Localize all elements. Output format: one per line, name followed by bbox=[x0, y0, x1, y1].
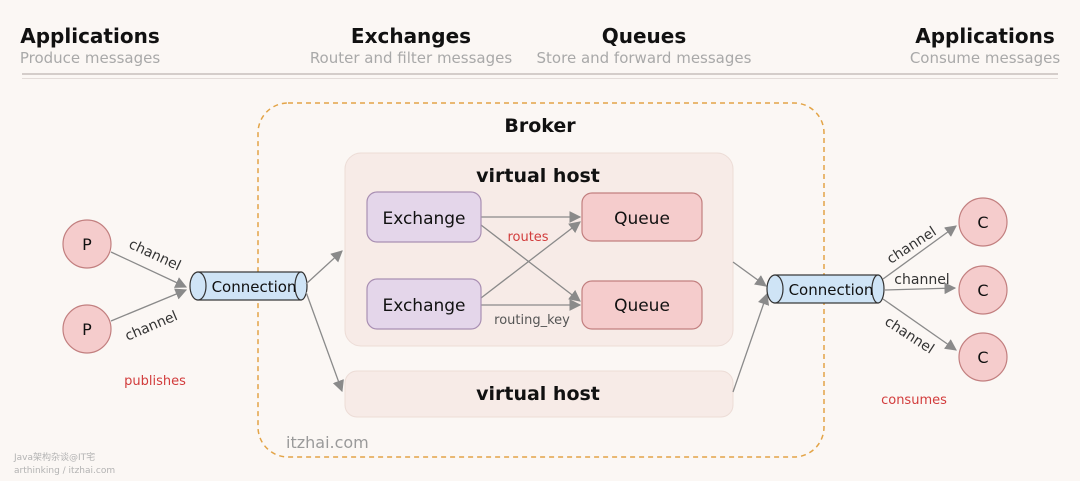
virtual-host-primary-label: virtual host bbox=[476, 165, 600, 187]
consumer-channel-line-2 bbox=[884, 282, 957, 295]
producer-channel-line-2 bbox=[110, 288, 188, 322]
exchange-box-1 bbox=[366, 191, 482, 243]
consumer-connection-label: Connection bbox=[789, 281, 874, 299]
broker-label: Broker bbox=[504, 115, 576, 137]
consumer-channel-line-3 bbox=[882, 298, 957, 351]
header-producers-subtitle: Produce messages bbox=[19, 49, 161, 67]
header-queues: Queues Store and forward messages bbox=[534, 24, 754, 68]
virtual-host-secondary-label: virtual host bbox=[476, 383, 600, 405]
watermark-line-2: arthinking / itzhai.com bbox=[14, 466, 116, 476]
header-consumers-subtitle: Consume messages bbox=[909, 49, 1061, 67]
route-line-ex1-q2 bbox=[480, 224, 581, 302]
site-label: itzhai.com bbox=[286, 433, 369, 452]
vhost-secondary-to-conn bbox=[732, 292, 770, 393]
vhost-primary-to-conn bbox=[732, 261, 767, 287]
virtual-host-secondary bbox=[344, 370, 734, 418]
consumer-label-1: C bbox=[977, 213, 988, 232]
routes-label: routes bbox=[507, 230, 548, 245]
conn-to-vhost-primary bbox=[305, 250, 343, 285]
header-consumers-title: Applications bbox=[915, 24, 1055, 48]
header-exchanges-title: Exchanges bbox=[350, 24, 472, 48]
consumer-circle-3 bbox=[958, 332, 1008, 382]
producer-connection bbox=[189, 271, 308, 301]
header-consumers: Applications Consume messages bbox=[904, 24, 1066, 68]
consumes-label: consumes bbox=[881, 393, 947, 408]
producer-channel-label-1: channel bbox=[126, 236, 183, 274]
exchange-label-1: Exchange bbox=[382, 209, 465, 229]
header-queues-subtitle: Store and forward messages bbox=[536, 49, 752, 67]
producer-label-2: P bbox=[82, 320, 92, 339]
consumer-channel-label-1: channel bbox=[884, 224, 939, 268]
consumer-label-3: C bbox=[977, 348, 988, 367]
producer-connection-label: Connection bbox=[212, 278, 297, 296]
consumer-connection bbox=[766, 274, 885, 304]
header-exchanges-subtitle: Router and filter messages bbox=[309, 49, 513, 67]
route-line-ex2-q1 bbox=[480, 221, 581, 299]
exchange-box-2 bbox=[366, 278, 482, 330]
exchange-label-2: Exchange bbox=[382, 296, 465, 316]
watermark-line-1: Java架构杂谈@IT宅 bbox=[14, 453, 96, 463]
header-exchanges: Exchanges Router and filter messages bbox=[301, 24, 521, 68]
header-divider bbox=[22, 73, 1058, 75]
header-divider-lower bbox=[22, 78, 1058, 79]
queue-label-1: Queue bbox=[614, 209, 670, 229]
queue-label-2: Queue bbox=[614, 296, 670, 316]
producer-channel-line-1 bbox=[110, 251, 188, 288]
queue-box-2 bbox=[581, 280, 703, 330]
consumer-channel-line-1 bbox=[882, 225, 957, 280]
conn-to-vhost-secondary bbox=[305, 291, 344, 393]
producer-circle-2 bbox=[62, 304, 112, 354]
consumer-channel-label-2: channel bbox=[894, 272, 949, 288]
publishes-label: publishes bbox=[124, 374, 186, 389]
consumer-channel-label-3: channel bbox=[882, 314, 937, 358]
routing-key-label: routing_key bbox=[494, 313, 570, 328]
header-producers-title: Applications bbox=[20, 24, 160, 48]
producer-label-1: P bbox=[82, 235, 92, 254]
consumer-label-2: C bbox=[977, 281, 988, 300]
header-producers: Applications Produce messages bbox=[10, 24, 170, 68]
consumer-circle-2 bbox=[958, 265, 1008, 315]
consumer-circle-1 bbox=[958, 197, 1008, 247]
header-queues-title: Queues bbox=[601, 24, 687, 48]
producer-circle-1 bbox=[62, 219, 112, 269]
producer-channel-label-2: channel bbox=[123, 308, 180, 344]
queue-box-1 bbox=[581, 192, 703, 242]
